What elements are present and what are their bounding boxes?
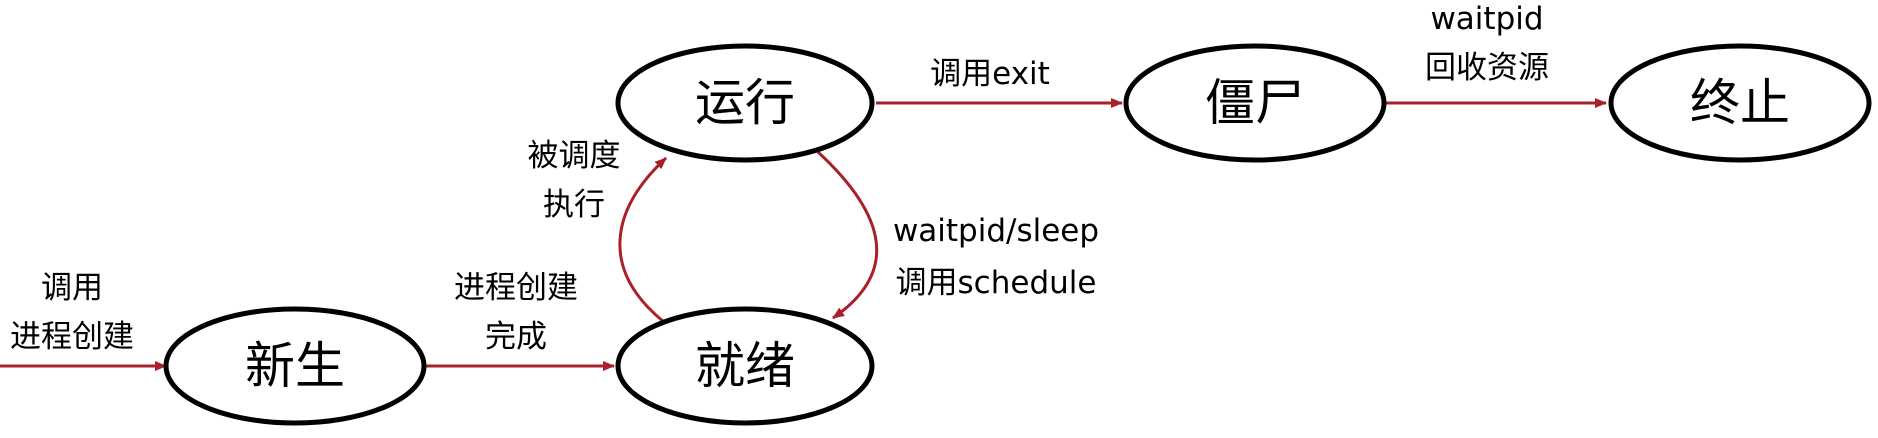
edge-scheduled-label-line2: 执行: [543, 187, 605, 223]
state-running-label: 运行: [695, 74, 795, 132]
state-ready: 就绪: [615, 306, 875, 426]
state-new: 新生: [163, 306, 427, 426]
edge-reap-label-line2: 回收资源: [1425, 50, 1549, 86]
state-ready-label: 就绪: [695, 337, 795, 395]
edge-wait-label-line2: 调用schedule: [896, 265, 1097, 301]
state-running: 运行: [615, 43, 875, 163]
edge-reap-label-line1: waitpid: [1430, 1, 1543, 37]
edge-create-call-label-line2: 进程创建: [10, 319, 134, 355]
edge-scheduled-label-line1: 被调度: [528, 138, 621, 174]
state-zombie-label: 僵尸: [1205, 74, 1305, 132]
state-new-label: 新生: [245, 337, 345, 395]
edge-exit-label: 调用exit: [930, 56, 1050, 92]
state-zombie: 僵尸: [1123, 43, 1387, 163]
edge-scheduled: [618, 156, 668, 324]
edge-create-done-label-line2: 完成: [485, 319, 547, 355]
state-terminated: 终止: [1608, 43, 1872, 163]
edge-create-done-label-line1: 进程创建: [454, 270, 578, 306]
edge-create-call-label-line1: 调用: [41, 270, 103, 306]
state-terminated-label: 终止: [1690, 74, 1790, 132]
edge-wait-label-line1: waitpid/sleep: [893, 213, 1099, 249]
edge-wait: [816, 150, 879, 320]
